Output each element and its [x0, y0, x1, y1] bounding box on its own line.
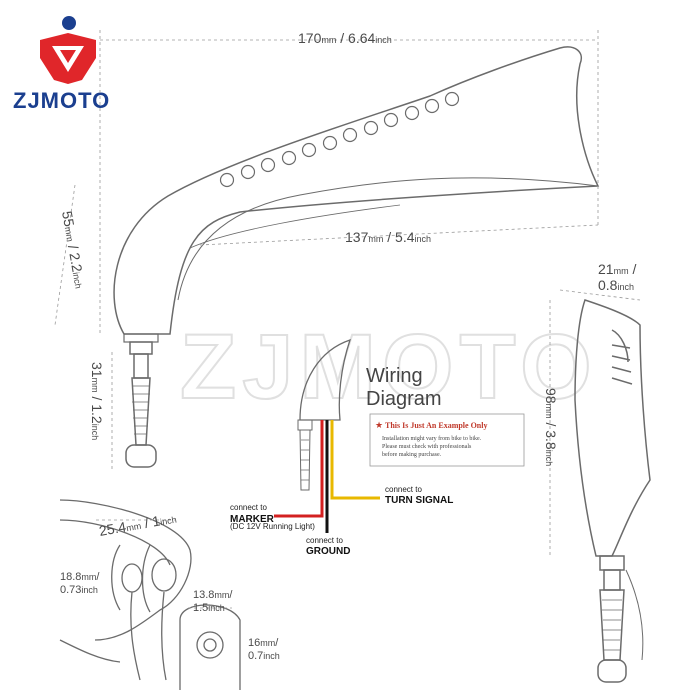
svg-text:0.7inch: 0.7inch — [248, 650, 280, 662]
svg-text:0.8inch: 0.8inch — [598, 277, 634, 293]
svg-text:0.73inch: 0.73inch — [60, 584, 98, 596]
svg-text:25.4mm / 1inch: 25.4mm / 1inch — [98, 510, 178, 539]
dim-plate: 16mm/ 0.7inch — [248, 637, 280, 662]
dim-clamp-depth: 18.8mm/ 0.73inch — [60, 571, 100, 596]
svg-text:137mm / 5.4inch: 137mm / 5.4inch — [345, 229, 431, 245]
mount-detail — [59, 499, 192, 681]
notice-star-icon: ★ — [375, 420, 383, 430]
plate-detail — [179, 604, 241, 690]
dim-side-height: 98mm / 3.8inch — [543, 388, 559, 466]
marker-note: (DC 12V Running Light) — [230, 522, 315, 531]
mirror-profile-view — [574, 299, 651, 683]
dim-clamp-width: 25.4mm / 1inch — [98, 510, 178, 539]
brand-logo: ZJMOTO — [13, 16, 110, 113]
marker-connect: connect to — [230, 503, 267, 512]
logo-dot-icon — [62, 16, 76, 30]
svg-text:31mm / 1.2inch: 31mm / 1.2inch — [89, 362, 105, 440]
svg-text:1.5inch: 1.5inch — [193, 602, 225, 614]
wiring-diagram: Wiring Diagram ★ This Is Just An Example… — [230, 338, 525, 557]
notice-body-2: Please must check with professionals — [382, 443, 472, 450]
dimension-lines — [54, 30, 641, 555]
marker-label: MARKER — [230, 514, 275, 525]
notice-body-1: Installation might vary from bike to bik… — [382, 435, 482, 442]
svg-text:21mm /: 21mm / — [598, 261, 636, 277]
ground-connect: connect to — [306, 536, 343, 545]
brand-watermark: ZJMOTO — [180, 316, 598, 418]
svg-text:18.8mm/: 18.8mm/ — [60, 571, 100, 583]
mirror-side-view — [113, 46, 600, 468]
dim-total-width: 170mm / 6.64inch — [298, 30, 392, 46]
dim-side-width: 21mm / 0.8inch — [598, 261, 636, 293]
ground-label: GROUND — [306, 546, 350, 557]
led-row — [219, 91, 460, 188]
turn-label: TURN SIGNAL — [385, 495, 453, 506]
dim-inner-width: 137mm / 5.4inch — [345, 229, 431, 245]
wiring-title-line2: Diagram — [366, 388, 442, 410]
notice-box — [369, 413, 525, 467]
dim-stem: 31mm / 1.2inch — [89, 362, 105, 440]
dim-height: 55mm / 2.2inch — [59, 210, 88, 290]
wiring-title-line1: Wiring — [366, 365, 423, 387]
notice-title: This Is Just An Example Only — [385, 421, 487, 430]
dim-hole: 13.8mm/ 1.5inch — [193, 589, 233, 614]
svg-text:16mm/: 16mm/ — [248, 637, 279, 649]
svg-text:13.8mm/: 13.8mm/ — [193, 589, 233, 601]
svg-text:98mm / 3.8inch: 98mm / 3.8inch — [543, 388, 559, 466]
notice-body-3: before making purchase. — [382, 451, 442, 458]
turn-connect: connect to — [385, 485, 422, 494]
svg-text:170mm / 6.64inch: 170mm / 6.64inch — [298, 30, 392, 46]
svg-text:55mm / 2.2inch: 55mm / 2.2inch — [59, 210, 88, 290]
logo-text: ZJMOTO — [13, 88, 110, 113]
